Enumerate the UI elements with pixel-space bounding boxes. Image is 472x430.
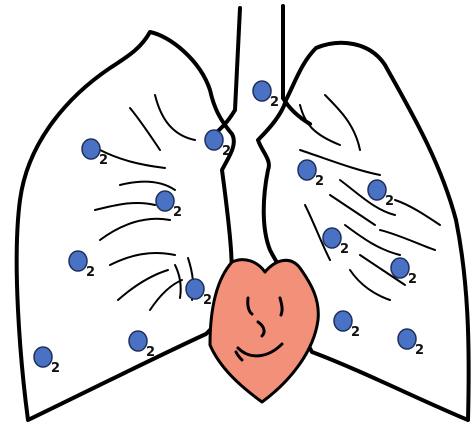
oxygen-dot (398, 329, 416, 349)
oxygen-molecule: 2 (253, 81, 279, 110)
oxygen-dot (205, 130, 223, 150)
oxygen-dot (334, 311, 352, 331)
oxygen-subscript: 2 (385, 194, 394, 209)
oxygen-dot (186, 279, 204, 299)
oxygen-subscript: 2 (408, 272, 417, 287)
oxygen-dot (129, 331, 147, 351)
oxygen-dot (298, 160, 316, 180)
oxygen-dot (82, 139, 100, 159)
oxygen-subscript: 2 (51, 361, 60, 376)
oxygen-dot (253, 81, 271, 101)
oxygen-dot (391, 258, 409, 278)
oxygen-dot (323, 228, 341, 248)
oxygen-subscript: 2 (86, 265, 95, 280)
oxygen-dot (368, 180, 386, 200)
oxygen-subscript: 2 (340, 242, 349, 257)
oxygen-subscript: 2 (415, 343, 424, 358)
oxygen-subscript: 2 (222, 144, 231, 159)
oxygen-dot (69, 251, 87, 271)
oxygen-subscript: 2 (315, 174, 324, 189)
oxygen-subscript: 2 (99, 153, 108, 168)
heart (210, 260, 318, 402)
oxygen-subscript: 2 (203, 293, 212, 308)
oxygen-dot (156, 191, 174, 211)
oxygen-subscript: 2 (173, 205, 182, 220)
oxygen-dot (34, 347, 52, 367)
oxygen-subscript: 2 (270, 95, 279, 110)
oxygen-subscript: 2 (146, 345, 155, 360)
oxygen-subscript: 2 (351, 325, 360, 340)
